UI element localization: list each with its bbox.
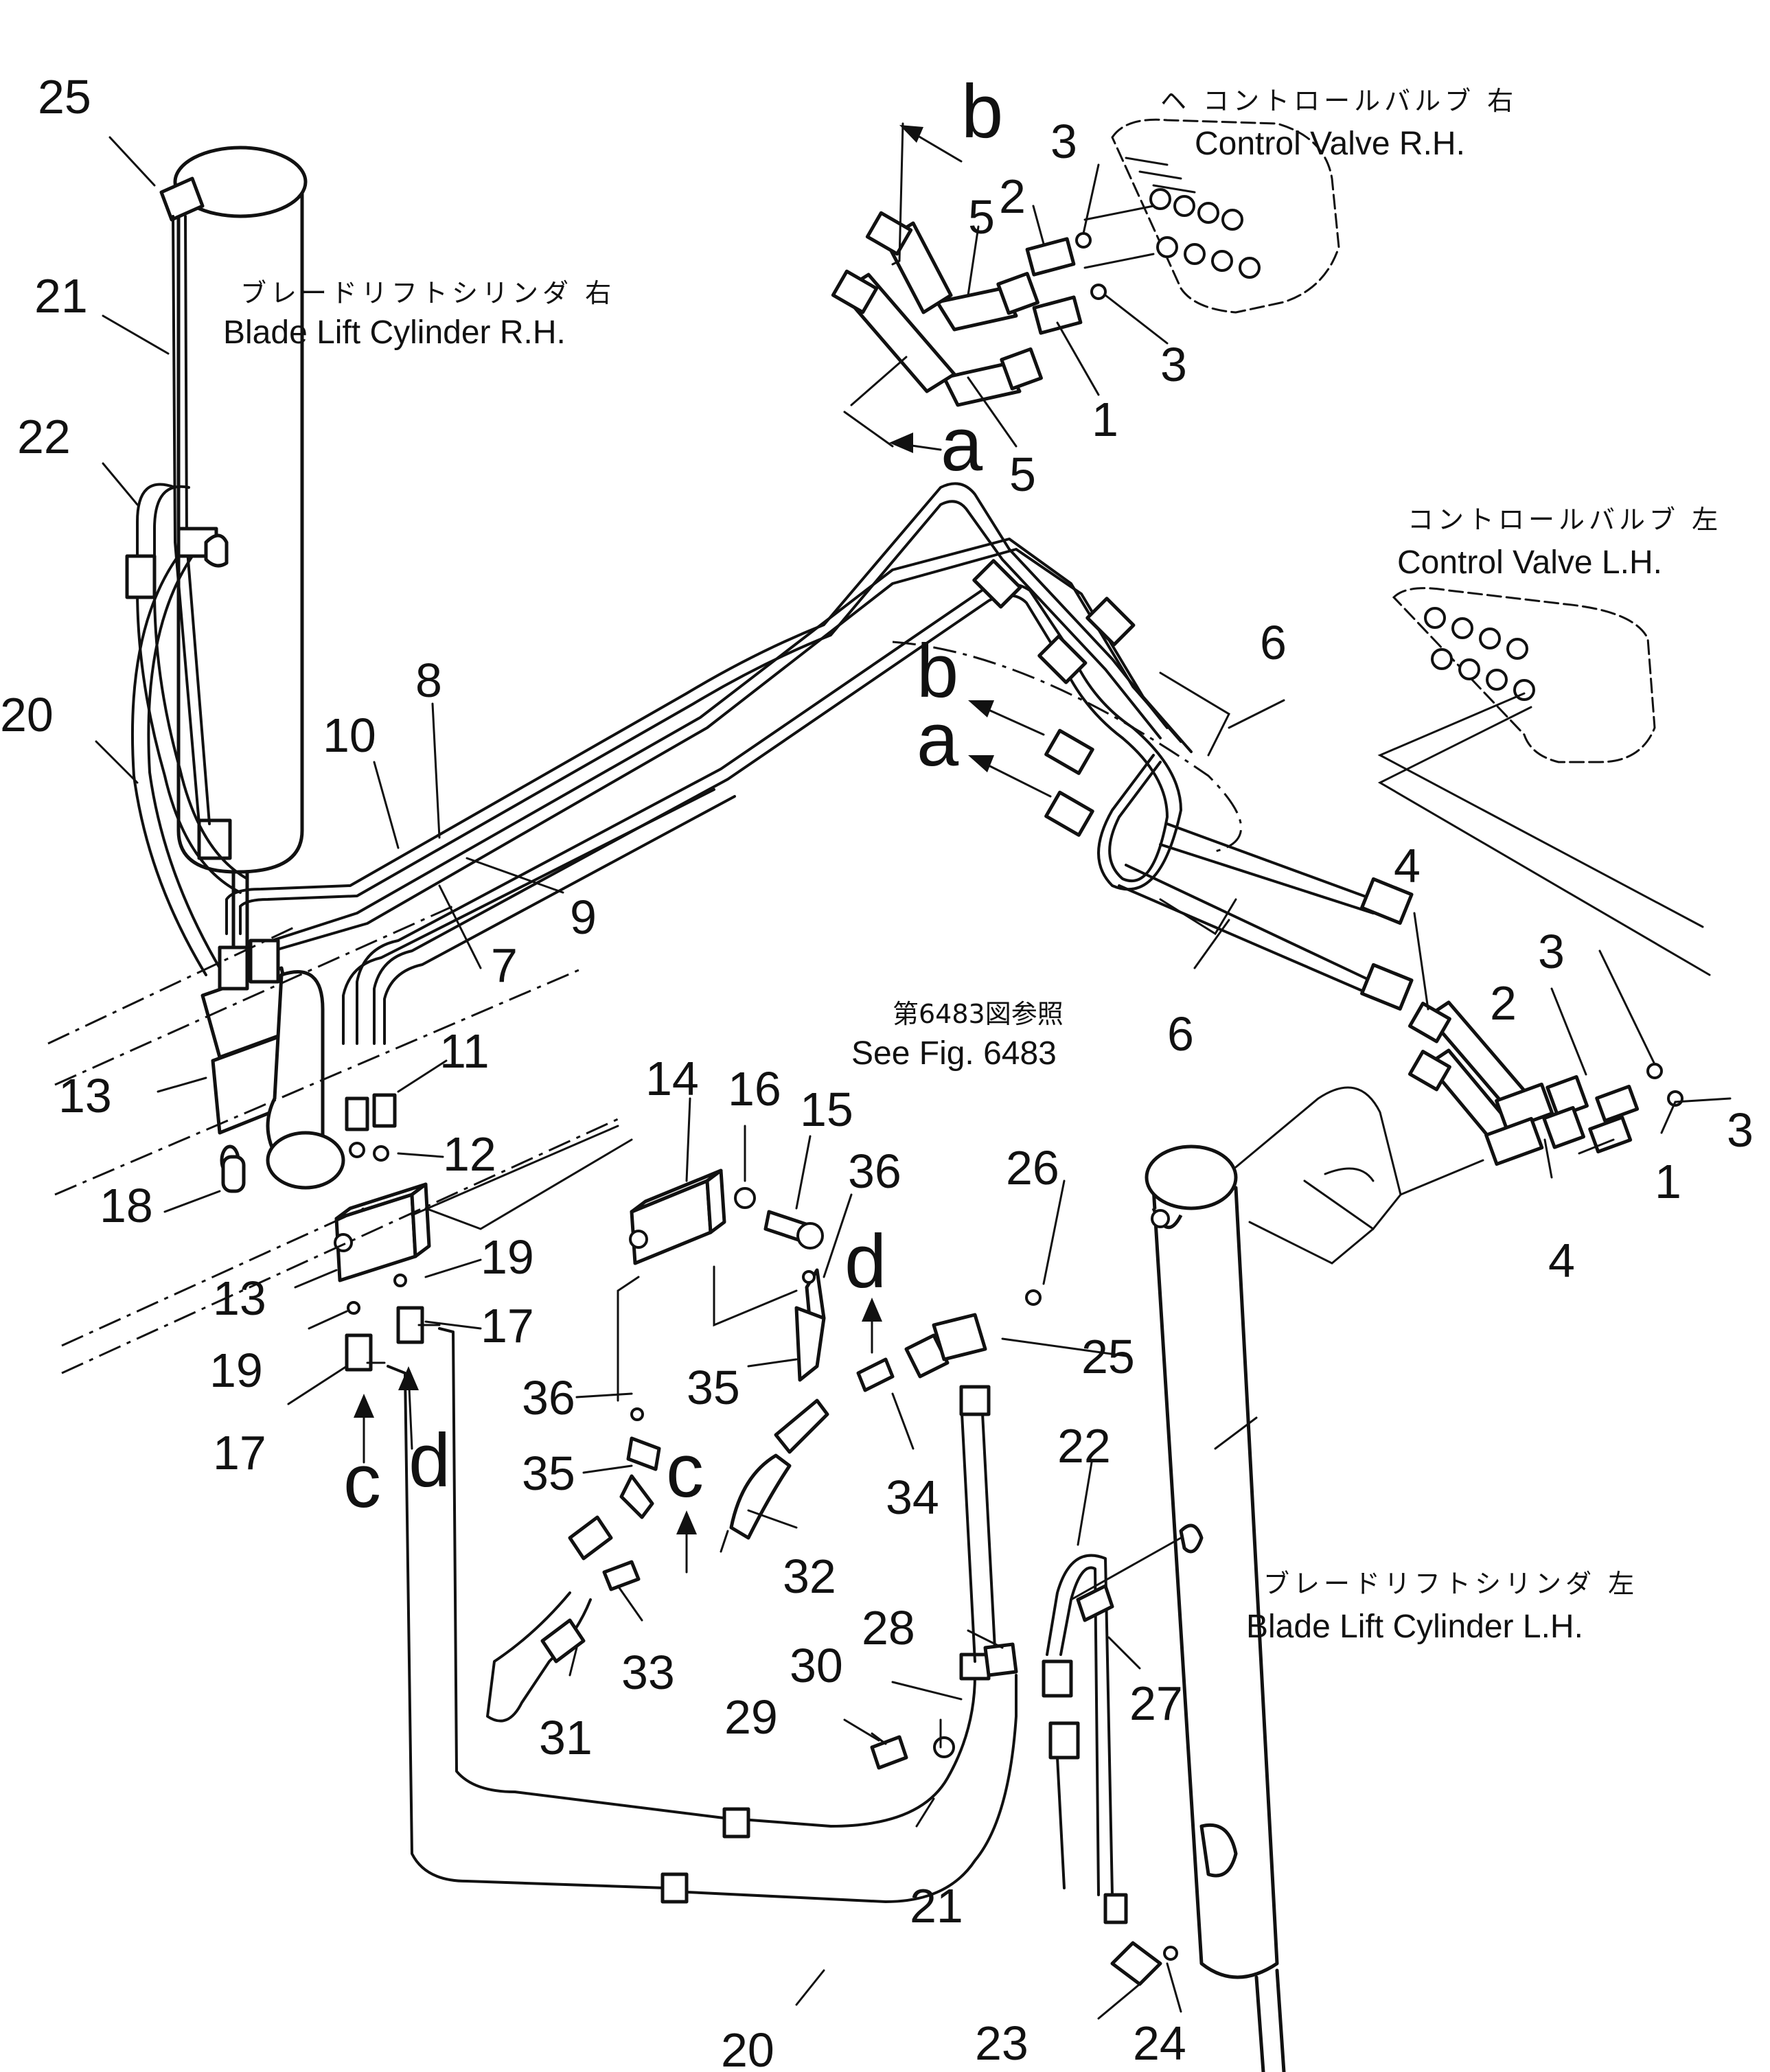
- control-valve-lh: [1377, 587, 1711, 976]
- callout-22: 22: [17, 410, 71, 463]
- callout-11: 11: [439, 1024, 490, 1078]
- rh-cylinder-hoses: [125, 215, 249, 976]
- callout-27: 27: [1129, 1677, 1183, 1730]
- cylinder-rh-jp-label: ブレードリフトシリンダ 右: [240, 278, 615, 308]
- rh-valve-fittings: [831, 122, 1107, 448]
- valve-block-13-upper: [200, 939, 345, 1190]
- fittings-31-to-36: [486, 1265, 1042, 1723]
- callout-10: 10: [323, 709, 376, 762]
- callout-8: 8: [415, 654, 442, 707]
- callout-22-lower: 22: [1057, 1419, 1111, 1473]
- callout-30: 30: [790, 1639, 843, 1692]
- callout-9: 9: [570, 890, 597, 944]
- callout-35-left: 35: [522, 1447, 575, 1500]
- lh-cylinder-hoses: [870, 1385, 1178, 1986]
- callout-4-bottom: 4: [1548, 1234, 1575, 1287]
- connection-letters: b a b a c d c d: [343, 69, 1003, 1523]
- callout-1-top: 1: [1092, 393, 1118, 446]
- callout-31: 31: [539, 1711, 593, 1764]
- control-valve-rh-jp-label: ヘ コントロールバルブ 右: [1160, 86, 1517, 116]
- long-hoses-20-21: [387, 1327, 1018, 1904]
- part-number-callouts: 25 21 22 20 10 8 9 7 13 11 12 18 13 19 1…: [0, 70, 1754, 2072]
- callout-25: 25: [38, 70, 91, 124]
- reference-label: See Fig. 6483: [851, 1035, 1057, 1072]
- callout-4-top: 4: [1394, 839, 1421, 893]
- letter-a-mid: a: [917, 698, 959, 782]
- callout-20: 20: [0, 688, 54, 741]
- reference-lines: [47, 905, 619, 1374]
- callout-17-left: 17: [213, 1426, 266, 1480]
- callout-3-right: 3: [1538, 925, 1565, 978]
- callout-15: 15: [800, 1083, 853, 1136]
- callout-19-right: 19: [481, 1230, 534, 1284]
- control-valve-lh-label: Control Valve L.H.: [1397, 544, 1662, 581]
- callout-6-lower: 6: [1167, 1007, 1194, 1061]
- main-pipe-bundle: [225, 482, 1414, 1045]
- callout-21: 21: [34, 269, 88, 323]
- control-valve-lh-jp-label: コントロールバルブ 左: [1407, 505, 1722, 535]
- letter-c-mid: c: [666, 1429, 704, 1513]
- callout-36-left: 36: [522, 1371, 575, 1425]
- callout-5-bottom: 5: [1009, 448, 1036, 501]
- cylinder-lh-jp-label: ブレードリフトシリンダ 左: [1263, 1569, 1638, 1599]
- letter-b-mid: b: [917, 629, 958, 713]
- callout-36-top: 36: [848, 1144, 901, 1198]
- control-valve-rh-label: Control Valve R.H.: [1195, 126, 1465, 162]
- callout-28: 28: [862, 1601, 915, 1655]
- callout-2-top: 2: [999, 170, 1026, 223]
- valve-block-14: [629, 1169, 824, 1265]
- cylinder-rh-label: Blade Lift Cylinder R.H.: [223, 314, 566, 351]
- callout-35-top: 35: [687, 1361, 740, 1414]
- callout-32: 32: [783, 1550, 836, 1603]
- callout-26: 26: [1006, 1141, 1059, 1195]
- callout-16: 16: [728, 1062, 781, 1116]
- callout-20-lower: 20: [721, 2023, 774, 2072]
- letter-a-top: a: [941, 402, 983, 487]
- callout-2-right: 2: [1490, 976, 1517, 1030]
- callout-33: 33: [621, 1646, 675, 1699]
- callout-14: 14: [645, 1052, 699, 1105]
- callout-3-far: 3: [1727, 1103, 1754, 1157]
- callout-6-upper: 6: [1260, 616, 1287, 669]
- lh-valve-fittings: [1407, 1000, 1683, 1166]
- callout-5-top: 5: [968, 190, 995, 244]
- callout-23: 23: [975, 2016, 1028, 2070]
- callout-12: 12: [443, 1127, 496, 1181]
- connection-arrows: [354, 125, 1052, 1574]
- callout-19-left: 19: [209, 1344, 263, 1397]
- block-fittings: [221, 1093, 441, 1372]
- callout-34: 34: [886, 1471, 939, 1524]
- callout-21-lower: 21: [910, 1879, 963, 1933]
- callout-1-right: 1: [1655, 1155, 1681, 1208]
- callout-18: 18: [100, 1179, 153, 1232]
- reference-jp-label: 第6483図参照: [893, 999, 1064, 1029]
- callout-3-top: 3: [1050, 115, 1077, 168]
- letter-d-left: d: [409, 1418, 450, 1503]
- letter-c-left: c: [343, 1439, 381, 1523]
- control-valve-rh: [1083, 118, 1340, 314]
- leader-lines: [95, 136, 1732, 2020]
- blade-lift-cylinder-lh: [1145, 1086, 1484, 2072]
- callout-13-lower: 13: [213, 1271, 266, 1325]
- callout-17-right: 17: [481, 1299, 534, 1352]
- callout-25-lower: 25: [1081, 1330, 1135, 1383]
- callout-3-mid: 3: [1160, 338, 1187, 391]
- callout-7: 7: [491, 939, 518, 992]
- letter-d-mid: d: [844, 1219, 886, 1304]
- letter-b-top: b: [961, 69, 1003, 154]
- callout-13-upper: 13: [58, 1069, 112, 1123]
- text-labels: ヘ コントロールバルブ 右 Control Valve R.H. コントロールバ…: [223, 86, 1722, 1645]
- cylinder-lh-label: Blade Lift Cylinder L.H.: [1246, 1609, 1583, 1645]
- callout-24: 24: [1133, 2016, 1186, 2070]
- callout-29: 29: [724, 1690, 778, 1744]
